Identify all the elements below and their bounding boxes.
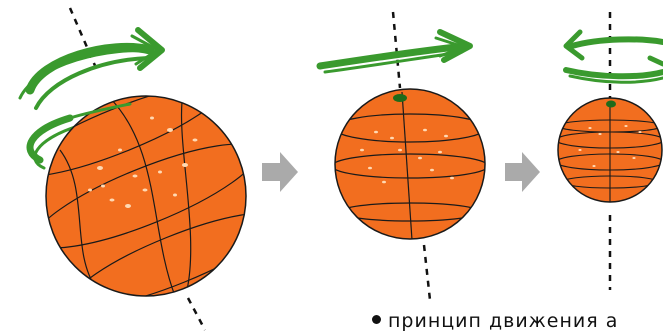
caption-text: принцип движения а xyxy=(388,310,618,332)
bullet-icon xyxy=(372,315,381,324)
rotation-axis-top xyxy=(393,12,400,88)
rotation-axis-bottom xyxy=(424,245,430,300)
progress-arrow-2 xyxy=(505,152,540,192)
rotation-axis-bottom xyxy=(188,298,205,330)
progress-arrow-1 xyxy=(262,152,298,192)
stem-spot xyxy=(393,94,407,102)
rotation-swirl xyxy=(566,32,663,82)
orange-stage-2 xyxy=(320,12,488,300)
orange-stage-1 xyxy=(10,8,286,330)
caption: принцип движения а xyxy=(372,310,618,332)
orange-stage-3 xyxy=(556,12,663,290)
stem-spot xyxy=(606,101,616,108)
